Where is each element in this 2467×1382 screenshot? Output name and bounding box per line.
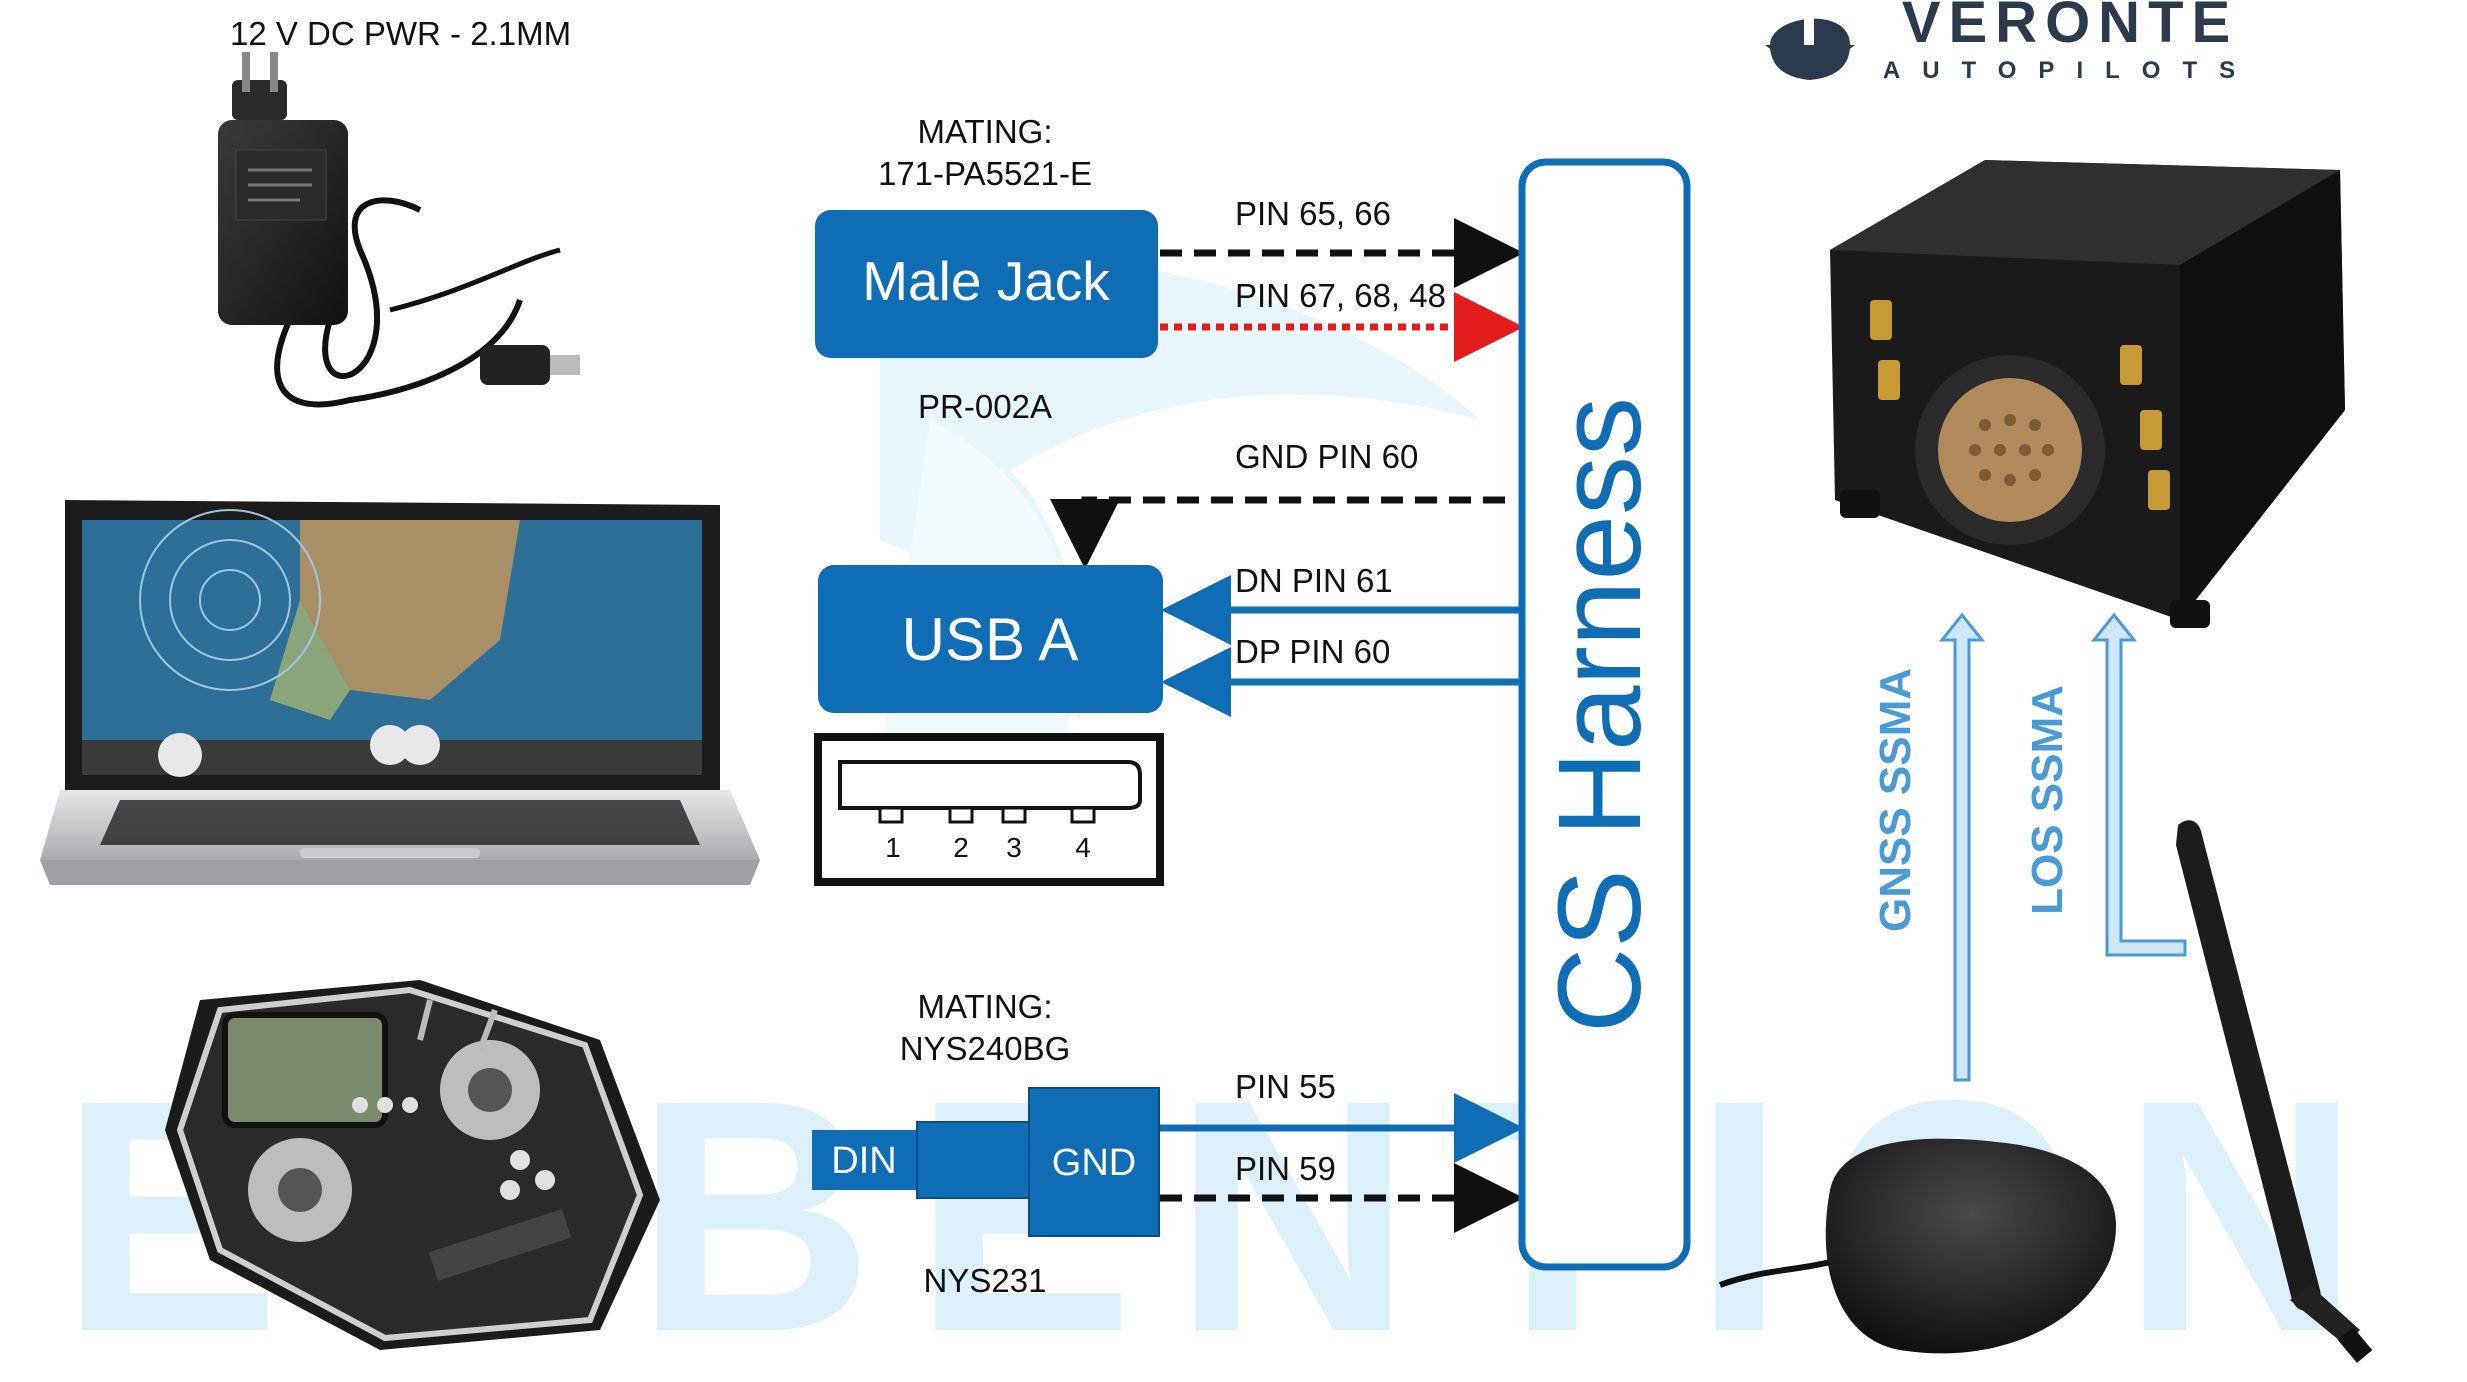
din-gnd-label: GND xyxy=(1052,1142,1136,1184)
din-connector-body xyxy=(916,1121,1030,1199)
usb-gnd-label: GND PIN 60 xyxy=(1235,438,1418,475)
usb-pin-3: 3 xyxy=(1006,832,1022,863)
gnss-arrow xyxy=(1938,612,1986,1082)
din-pin-top: PIN 55 xyxy=(1235,1068,1336,1105)
usb-dn-label: DN PIN 61 xyxy=(1235,562,1393,599)
autopilot-unit-image xyxy=(1830,160,2345,628)
din-pin-bottom: PIN 59 xyxy=(1235,1150,1336,1187)
usb-gnd-arrow xyxy=(1050,496,1505,569)
brand-tagline: AUTOPILOTS xyxy=(1883,57,2257,84)
din-connector-tip xyxy=(812,1130,917,1190)
cs-harness-label: CS Harness xyxy=(1534,397,1666,1033)
veronte-logo-icon xyxy=(1765,10,1855,80)
usb-pinout-diagram xyxy=(814,733,1164,886)
din-part: NYS231 xyxy=(924,1262,1047,1299)
gnss-label: GNSS SSMA xyxy=(1871,668,1920,932)
cs-harness-box xyxy=(1518,158,1691,1271)
male-jack-mating-title: MATING: xyxy=(917,113,1052,150)
power-label: 12 V DC PWR - 2.1MM xyxy=(230,15,571,52)
usb-a-box xyxy=(818,565,1163,713)
los-label: LOS SSMA xyxy=(2023,685,2072,915)
din-gnd-box xyxy=(1028,1087,1160,1237)
brand-name: VERONTE xyxy=(1902,0,2238,55)
usb-dp-label: DP PIN 60 xyxy=(1235,633,1390,670)
din-mating-title: MATING: xyxy=(917,988,1052,1025)
los-arrow xyxy=(2090,612,2187,957)
usb-pin-2: 2 xyxy=(953,832,969,863)
gnss-antenna-image xyxy=(1718,1138,2116,1354)
usb-a-label: USB A xyxy=(902,606,1079,673)
usb-pin-1: 1 xyxy=(885,832,901,863)
rc-transmitter-image xyxy=(165,980,660,1350)
power-adapter-image xyxy=(218,52,580,408)
male-jack-box xyxy=(815,210,1158,358)
male-jack-pins-bottom: PIN 67, 68, 48 xyxy=(1235,277,1446,314)
male-jack-part: PR-002A xyxy=(918,388,1052,425)
laptop-image xyxy=(40,500,760,885)
los-antenna-image xyxy=(2176,820,2373,1363)
din-label: DIN xyxy=(831,1140,896,1182)
male-jack-pins-top: PIN 65, 66 xyxy=(1235,195,1391,232)
usb-pin-4: 4 xyxy=(1075,832,1091,863)
male-jack-mating-part: 171-PA5521-E xyxy=(878,155,1092,192)
male-jack-label: Male Jack xyxy=(862,250,1110,312)
din-mating-part: NYS240BG xyxy=(900,1030,1071,1067)
